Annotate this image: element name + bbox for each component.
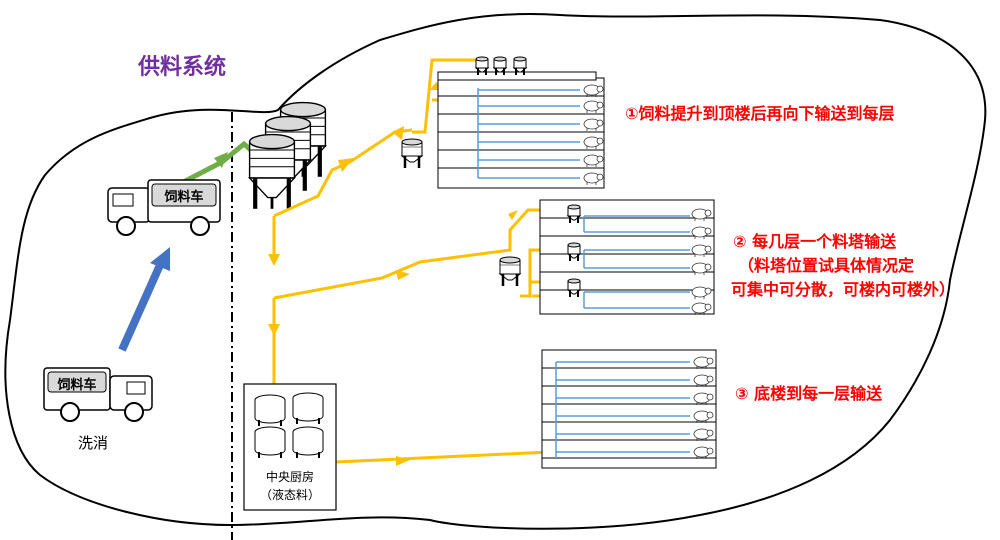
central-kitchen [243,383,337,511]
kitchen-label-1: 中央厨房 [265,470,314,484]
feed-tower-2 [498,255,522,288]
diagram-title: 供料系统 [138,55,227,80]
truck-outside-label: 饲料车 [57,378,97,393]
note-2-line-1: ② 每几层一个料塔输送 [733,232,897,251]
feed-truck-inside [107,179,221,236]
note-3: ③ 底楼到每一层输送 [735,384,883,403]
building-3 [541,349,717,469]
truck-inside-label: 饲料车 [164,190,204,205]
building-1 [437,56,605,189]
feed-tower-1 [400,137,424,170]
truck-route-arrow [118,247,170,352]
wash-label: 洗消 [78,434,109,452]
feed-truck-outside [43,367,153,422]
building-2 [539,199,715,316]
main-silos [250,103,326,209]
feed-line-arrows [268,82,556,466]
farm-boundary [4,13,987,530]
note-2-line-3: 可集中可分散，可楼内可楼外） [731,280,956,299]
note-1: ①饲料提升到顶楼后再向下输送到每层 [625,104,895,123]
kitchen-label-2: （液态料） [259,488,320,502]
note-2-line-2: （料塔位置试具体情况定 [738,256,915,275]
